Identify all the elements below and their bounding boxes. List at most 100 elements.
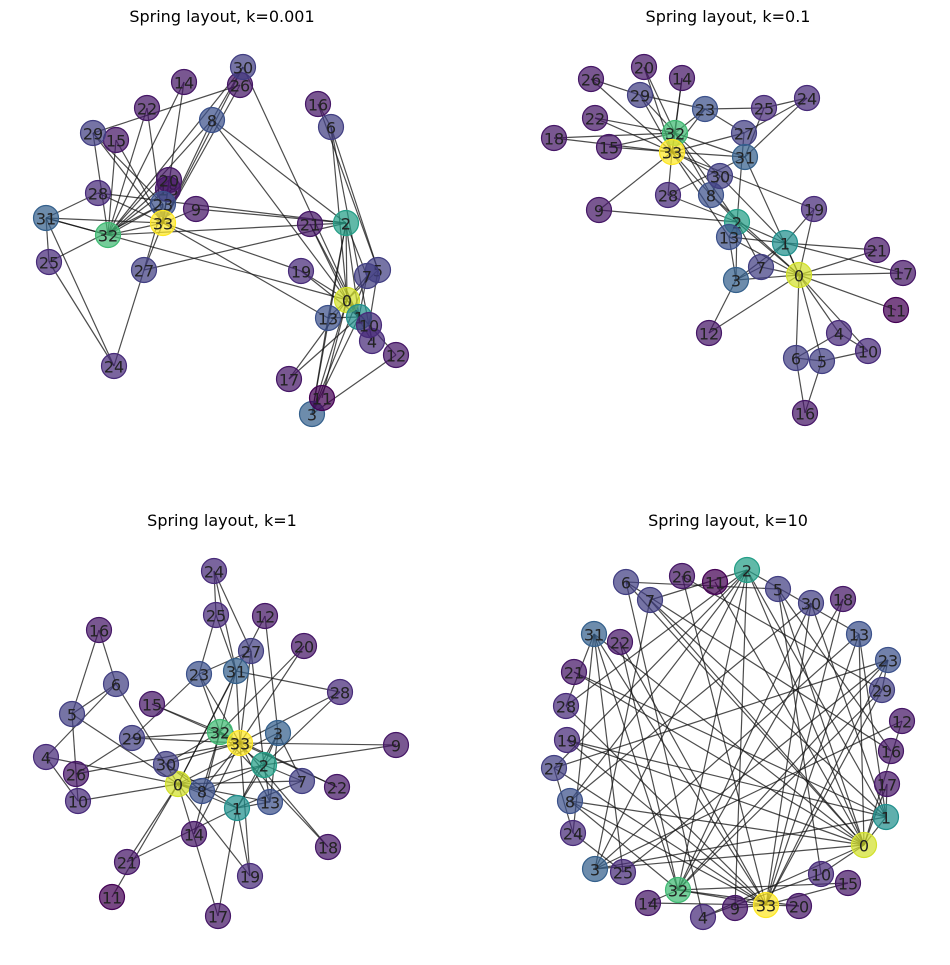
- node-label-30: 30: [801, 595, 821, 614]
- node-circle-30: [229, 53, 257, 81]
- node-11: 11: [701, 568, 729, 596]
- node-label-16: 16: [795, 405, 815, 424]
- node-label-4: 4: [834, 325, 844, 344]
- node-14: 14: [180, 820, 208, 848]
- node-circle-17: [204, 902, 232, 930]
- node-circle-24: [200, 557, 228, 585]
- node-circle-17: [275, 365, 303, 393]
- node-label-12: 12: [386, 347, 406, 366]
- node-label-10: 10: [858, 343, 878, 362]
- node-circle-15: [138, 690, 166, 718]
- node-circle-26: [577, 65, 605, 93]
- node-label-29: 29: [83, 125, 103, 144]
- edge-1-2: [746, 569, 887, 818]
- node-label-14: 14: [638, 895, 658, 914]
- node-29: 29: [79, 119, 107, 147]
- node-label-31: 31: [584, 626, 604, 645]
- node-circle-0: [850, 831, 878, 859]
- node-16: 16: [791, 399, 819, 427]
- node-circle-11: [882, 296, 910, 324]
- node-3: 3: [264, 719, 292, 747]
- edge-1-17: [217, 807, 238, 917]
- node-6: 6: [782, 344, 810, 372]
- node-label-24: 24: [104, 358, 124, 377]
- node-circle-24: [793, 84, 821, 112]
- node-circle-0: [785, 261, 813, 289]
- edge-0-8: [211, 119, 348, 301]
- edge-2-9: [598, 209, 738, 223]
- edge-22-32: [619, 641, 679, 891]
- edge-0-31: [177, 670, 237, 785]
- edge-26-29: [92, 84, 241, 134]
- node-11: 11: [882, 296, 910, 324]
- node-label-10: 10: [811, 866, 831, 885]
- node-label-2: 2: [742, 562, 752, 581]
- node-label-19: 19: [557, 732, 577, 751]
- edge-31-33: [593, 633, 767, 906]
- edge-4-6: [625, 581, 704, 918]
- node-10: 10: [854, 337, 882, 365]
- node-label-9: 9: [391, 737, 401, 756]
- node-2: 2: [733, 556, 761, 584]
- node-15: 15: [102, 126, 130, 154]
- node-circle-10: [854, 337, 882, 365]
- node-label-28: 28: [88, 185, 108, 204]
- nodes-k0001: 0123456789101112131415161718192021222324…: [32, 53, 410, 428]
- edge-32-33: [677, 889, 767, 906]
- node-9: 9: [721, 894, 749, 922]
- panel-spring-k0001: Spring layout, k=0.001 01234567891011121…: [32, 7, 410, 428]
- edge-5-16: [71, 629, 100, 715]
- node-13: 13: [845, 620, 873, 648]
- node-2: 2: [250, 751, 278, 779]
- edge-19-33: [671, 151, 815, 210]
- node-29: 29: [868, 676, 896, 704]
- node-18: 18: [540, 124, 568, 152]
- node-circle-4: [689, 903, 717, 931]
- edge-20-32: [219, 645, 305, 733]
- node-label-16: 16: [881, 743, 901, 762]
- node-circle-9: [585, 196, 613, 224]
- node-label-6: 6: [326, 119, 336, 138]
- node-12: 12: [382, 341, 410, 369]
- panel-title-k0001: Spring layout, k=0.001: [129, 7, 314, 26]
- node-6: 6: [102, 670, 130, 698]
- node-label-27: 27: [544, 760, 564, 779]
- node-24: 24: [100, 352, 128, 380]
- node-label-5: 5: [817, 353, 827, 372]
- node-label-31: 31: [226, 663, 246, 682]
- node-circle-29: [118, 724, 146, 752]
- node-10: 10: [355, 311, 383, 339]
- node-circle-13: [845, 620, 873, 648]
- edge-28-33: [239, 691, 341, 744]
- node-circle-1: [872, 803, 900, 831]
- node-7: 7: [636, 586, 664, 614]
- edge-24-27: [213, 570, 252, 652]
- node-28: 28: [84, 179, 112, 207]
- node-23: 23: [149, 190, 177, 218]
- node-label-21: 21: [564, 664, 584, 683]
- node-24: 24: [793, 84, 821, 112]
- node-circle-6: [102, 670, 130, 698]
- node-label-30: 30: [156, 756, 176, 775]
- edge-15-32: [107, 139, 117, 236]
- edge-2-9: [195, 208, 347, 224]
- edge-2-27: [250, 650, 265, 766]
- node-26: 26: [577, 65, 605, 93]
- edges-k10: [553, 569, 903, 918]
- node-label-20: 20: [294, 638, 314, 657]
- node-label-3: 3: [307, 406, 317, 425]
- node-0: 0: [785, 261, 813, 289]
- panel-title-k1: Spring layout, k=1: [147, 511, 297, 530]
- node-label-4: 4: [41, 749, 51, 768]
- node-circle-27: [130, 256, 158, 284]
- node-circle-12: [382, 341, 410, 369]
- node-circle-21: [296, 210, 324, 238]
- node-11: 11: [308, 384, 336, 412]
- node-label-27: 27: [134, 262, 154, 281]
- node-circle-6: [612, 568, 640, 596]
- node-circle-23: [874, 646, 902, 674]
- node-circle-9: [182, 195, 210, 223]
- edge-0-10: [798, 274, 869, 352]
- node-22: 22: [606, 628, 634, 656]
- node-circle-20: [290, 632, 318, 660]
